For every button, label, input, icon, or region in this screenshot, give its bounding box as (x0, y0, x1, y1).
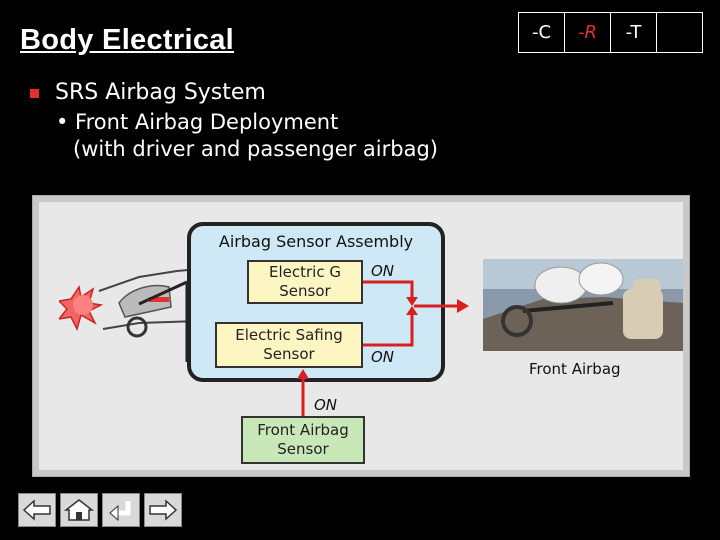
return-icon (109, 501, 131, 522)
electric-safing-sensor-label: Electric Safing Sensor (235, 326, 343, 363)
bullet-main: SRS Airbag System (30, 80, 266, 105)
bullet-sub-line1: • Front Airbag Deployment (56, 110, 339, 134)
diagram-panel: Airbag Sensor Assembly Electric G Sensor… (32, 195, 690, 477)
tab-r[interactable]: -R (564, 12, 611, 53)
bullet-square-icon (30, 89, 39, 98)
electric-safing-sensor: Electric Safing Sensor (215, 322, 363, 368)
on-label-g: ON (371, 262, 395, 280)
on-label-safing: ON (371, 348, 395, 366)
electric-g-sensor: Electric G Sensor (247, 260, 363, 304)
bullet-main-text: SRS Airbag System (55, 80, 266, 105)
front-airbag-label: Front Airbag (529, 360, 621, 378)
on-label-front: ON (314, 396, 338, 414)
forward-button[interactable] (144, 493, 182, 527)
home-button[interactable] (60, 493, 98, 527)
front-airbag-sensor: Front Airbag Sensor (241, 416, 365, 464)
diagram-background: Airbag Sensor Assembly Electric G Sensor… (39, 202, 683, 470)
home-icon (64, 499, 94, 521)
back-button[interactable] (18, 493, 56, 527)
crash-car-illustration (59, 268, 199, 338)
back-arrow-icon (22, 499, 51, 521)
forward-arrow-icon (149, 499, 178, 521)
bullet-sub: • Front Airbag Deployment (with driver a… (56, 109, 438, 163)
navigation-bar (18, 493, 182, 527)
front-airbag-sensor-label: Front Airbag Sensor (257, 421, 349, 458)
electric-g-sensor-label: Electric G Sensor (269, 263, 341, 300)
section-tabs: -C -R -T (518, 12, 703, 53)
tab-blank[interactable] (656, 12, 703, 53)
page-title: Body Electrical (20, 24, 235, 56)
front-airbag-photo (483, 259, 683, 351)
tab-c[interactable]: -C (518, 12, 565, 53)
bullet-sub-line2: (with driver and passenger airbag) (73, 137, 438, 161)
return-button[interactable] (102, 493, 140, 527)
tab-t[interactable]: -T (610, 12, 657, 53)
assembly-label: Airbag Sensor Assembly (218, 232, 414, 251)
